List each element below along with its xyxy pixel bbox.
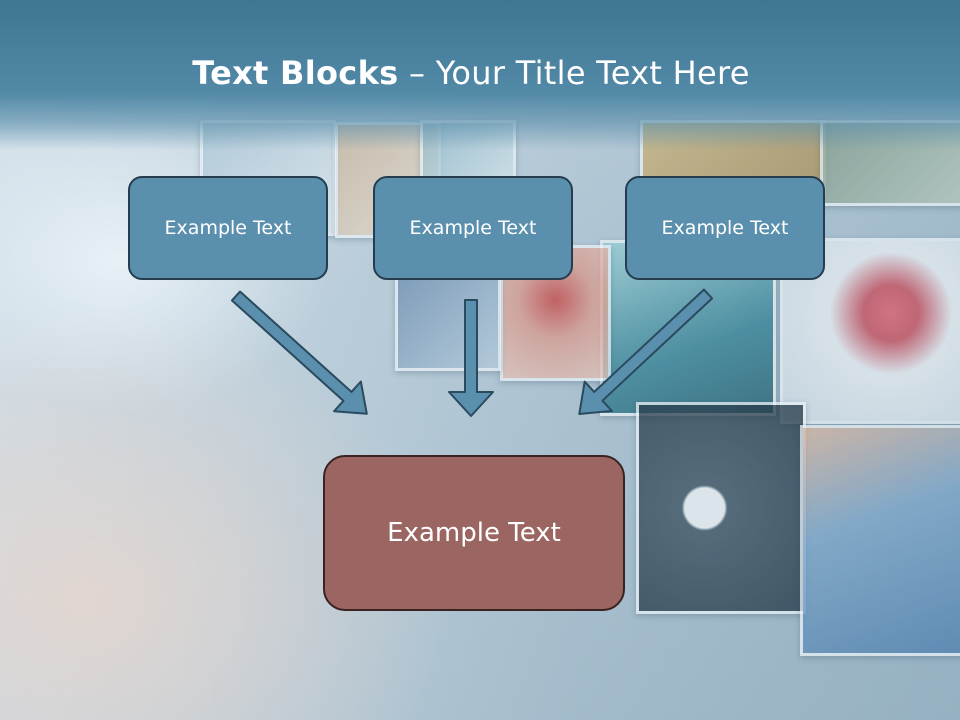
photo-tile bbox=[636, 402, 806, 614]
text-block-right[interactable]: Example Text bbox=[625, 176, 825, 280]
arrow-center-icon bbox=[448, 299, 494, 417]
text-block-left-label: Example Text bbox=[164, 217, 292, 239]
title-rest-part: – Your Title Text Here bbox=[398, 54, 750, 92]
photo-tile bbox=[800, 425, 960, 656]
text-block-center[interactable]: Example Text bbox=[323, 455, 625, 611]
text-block-middle[interactable]: Example Text bbox=[373, 176, 573, 280]
text-block-right-label: Example Text bbox=[661, 217, 789, 239]
arrow-right-icon bbox=[578, 288, 714, 416]
text-block-center-label: Example Text bbox=[387, 518, 561, 548]
text-block-left[interactable]: Example Text bbox=[128, 176, 328, 280]
photo-tile bbox=[395, 275, 501, 371]
title-band bbox=[0, 0, 960, 150]
slide-title: Text Blocks – Your Title Text Here bbox=[0, 54, 942, 92]
arrow-left-icon bbox=[230, 290, 368, 415]
text-block-middle-label: Example Text bbox=[409, 217, 537, 239]
title-bold-part: Text Blocks bbox=[192, 54, 399, 92]
